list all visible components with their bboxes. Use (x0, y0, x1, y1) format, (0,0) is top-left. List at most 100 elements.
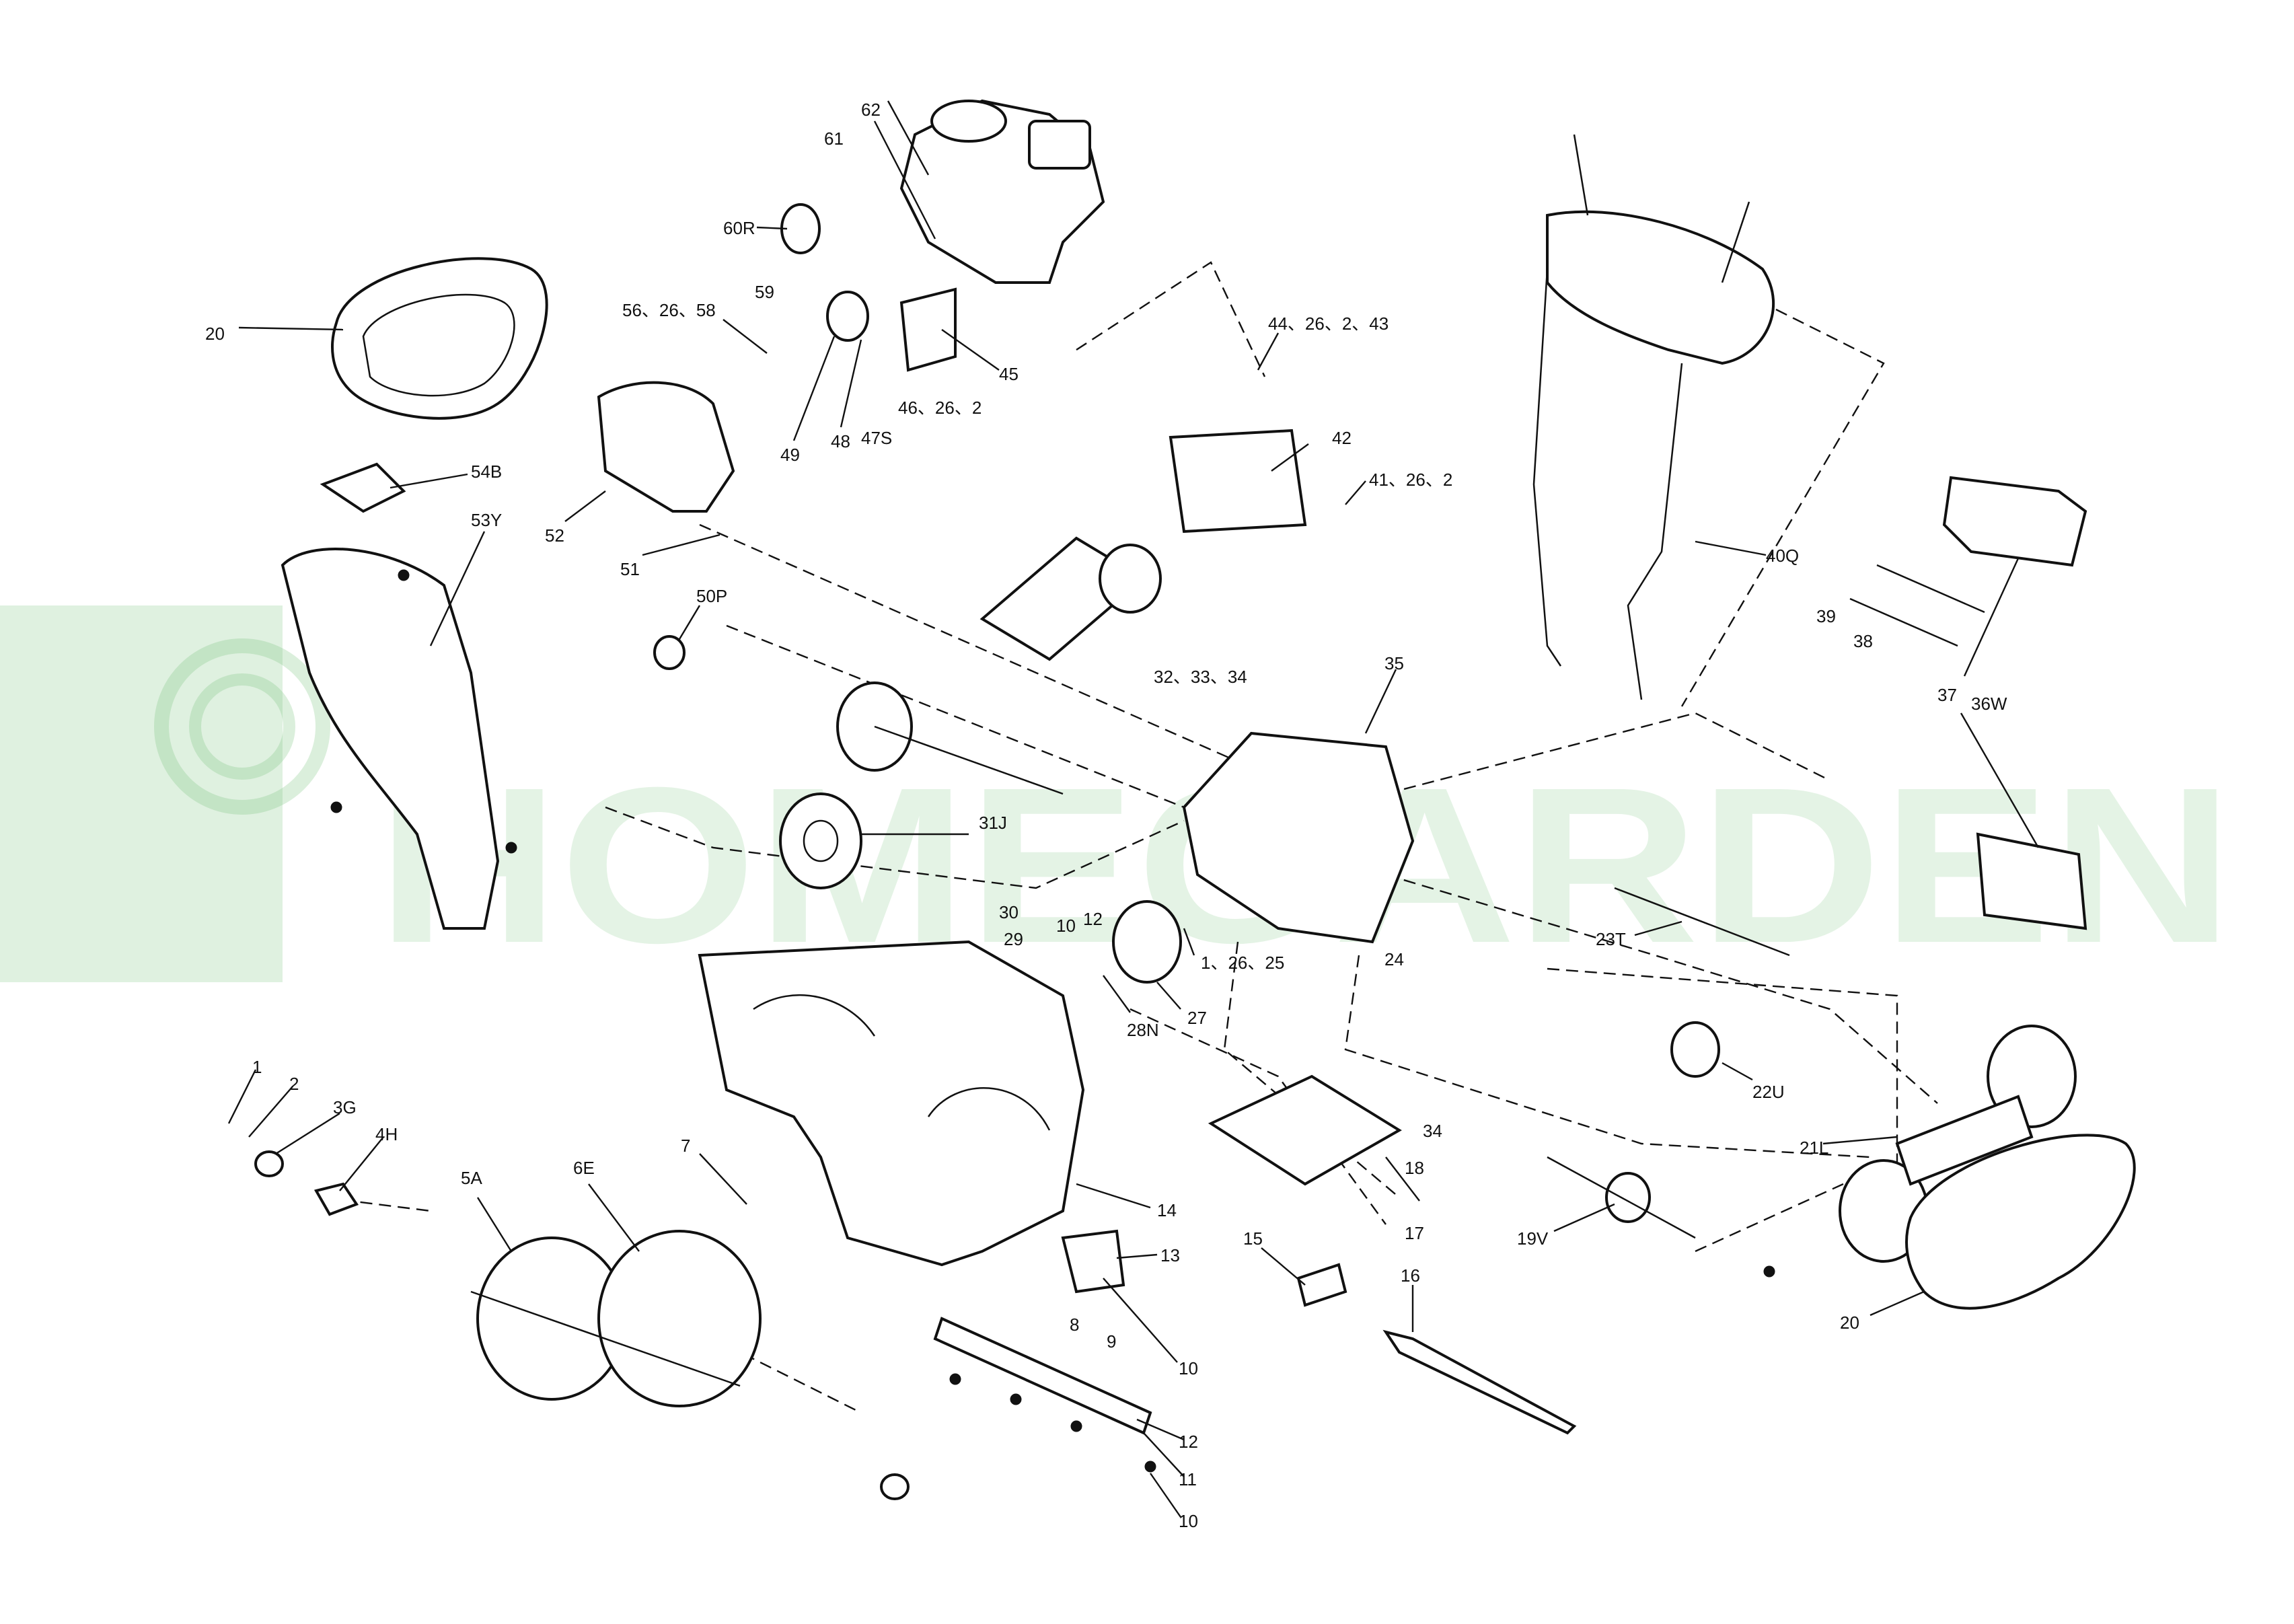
auger-right (597, 1230, 762, 1407)
label-27: 27 (1187, 1008, 1207, 1028)
leader-22u (1722, 1062, 1753, 1081)
bolt (1144, 1461, 1156, 1473)
part-60r (780, 203, 821, 254)
part-45-bracket (899, 287, 957, 372)
part-31j (779, 792, 862, 889)
leader-51 (642, 533, 720, 556)
leader-35 (1364, 669, 1397, 734)
label-10c: 10 (1179, 1511, 1198, 1531)
label-36w: 36W (1971, 694, 2007, 714)
label-62: 62 (861, 100, 881, 120)
auger-shaft (470, 1290, 741, 1387)
track-left (331, 257, 548, 420)
dash-frame-19v (1344, 955, 1871, 1158)
leader-23t (1634, 920, 1682, 936)
label-45: 45 (999, 364, 1019, 384)
label-13: 13 (1160, 1245, 1180, 1265)
part-19v (1605, 1172, 1651, 1223)
dash-50p-frame (726, 624, 1185, 809)
part-53y-chute (281, 548, 500, 930)
part-37-shield (1942, 476, 2087, 567)
part-3g (254, 1150, 284, 1177)
label-10a: 10 (1056, 916, 1076, 936)
bolt (1010, 1393, 1022, 1405)
leader-21l (1822, 1136, 1898, 1145)
label-23t: 23T (1596, 929, 1626, 949)
track-left-inner (362, 293, 515, 397)
part-drive-sprocket (1099, 544, 1162, 614)
label-30: 30 (999, 902, 1019, 922)
part-14-housing (698, 940, 1085, 1267)
watermark-spiral-inner (189, 673, 295, 780)
leader-19v (1553, 1203, 1615, 1232)
label-1-26-25: 1、26、25 (1201, 953, 1284, 973)
part-augers (470, 1230, 762, 1407)
leader-62 (887, 100, 930, 176)
part-17-plate (1208, 1074, 1402, 1186)
track-left-outline (331, 257, 548, 420)
leader-36w (1960, 712, 2040, 848)
leader-52 (564, 490, 606, 522)
housing-curve-right (927, 1086, 1051, 1131)
part-21l-arm (1895, 1095, 2034, 1186)
dash-14-16 (1130, 1008, 1386, 1225)
label-10b: 10 (1179, 1358, 1198, 1378)
label-20b: 20 (1840, 1313, 1859, 1333)
part-4h (313, 1182, 359, 1216)
label-9: 9 (1107, 1331, 1116, 1352)
label-42: 42 (1332, 428, 1352, 448)
engine-air-filter (930, 100, 1007, 143)
label-47s: 47S (861, 428, 892, 448)
part-22u (1670, 1021, 1720, 1078)
leader-50p (678, 605, 701, 640)
leader-20b (1870, 1290, 1925, 1317)
part-36w (1976, 832, 2087, 930)
leader-1-26-25 (1183, 928, 1195, 956)
leader-13 (1116, 1253, 1158, 1259)
dash-pulley-frame (605, 806, 1185, 889)
dash-frame-22u (1385, 873, 1938, 1104)
part-62-engine (899, 99, 1105, 284)
part-labels: 20 54B 53Y 52 51 56、26、58 59 49 48 47S 6… (205, 100, 2007, 1531)
part-19v-axle (1547, 1156, 1696, 1239)
bolt (949, 1373, 961, 1385)
leader-3g (275, 1112, 340, 1155)
label-44-26-2-43: 44、26、2、43 (1268, 313, 1389, 334)
housing-outline (698, 940, 1085, 1267)
dash-19v-21l (1695, 1183, 1844, 1253)
leader-60r (756, 226, 788, 230)
label-11: 11 (1179, 1469, 1197, 1489)
handle-lever-right (1721, 201, 1750, 283)
part-39-rod (1876, 564, 1985, 614)
leader-54b (390, 473, 468, 489)
leader-14 (1076, 1183, 1151, 1209)
leader-28n (1103, 975, 1131, 1013)
label-8: 8 (1070, 1315, 1079, 1335)
label-59: 59 (755, 282, 774, 302)
part-50p (653, 635, 686, 670)
label-7: 7 (681, 1136, 690, 1156)
leader-20a (238, 326, 344, 331)
part-42-bracket (1169, 429, 1307, 533)
label-49: 49 (780, 445, 800, 465)
label-15: 15 (1243, 1228, 1263, 1249)
label-14: 14 (1157, 1200, 1177, 1220)
leader-40q (1695, 540, 1767, 556)
dash-engine-handle (1076, 261, 1266, 377)
leader-7 (699, 1153, 747, 1205)
leader-53y (429, 531, 486, 647)
leader-56 (723, 319, 768, 354)
part-31j-hub (803, 819, 839, 862)
leader-4h (339, 1136, 384, 1191)
handle-console (1546, 210, 1775, 365)
label-20a: 20 (205, 324, 225, 344)
label-2: 2 (289, 1074, 299, 1094)
leader-10c (1150, 1473, 1181, 1518)
housing-curve-left (753, 994, 876, 1037)
label-54b: 54B (471, 462, 502, 482)
watermark-logo-block (0, 605, 283, 982)
leader-11 (1143, 1432, 1185, 1477)
handle-lever-left (1573, 134, 1589, 216)
parts (254, 99, 2136, 1500)
